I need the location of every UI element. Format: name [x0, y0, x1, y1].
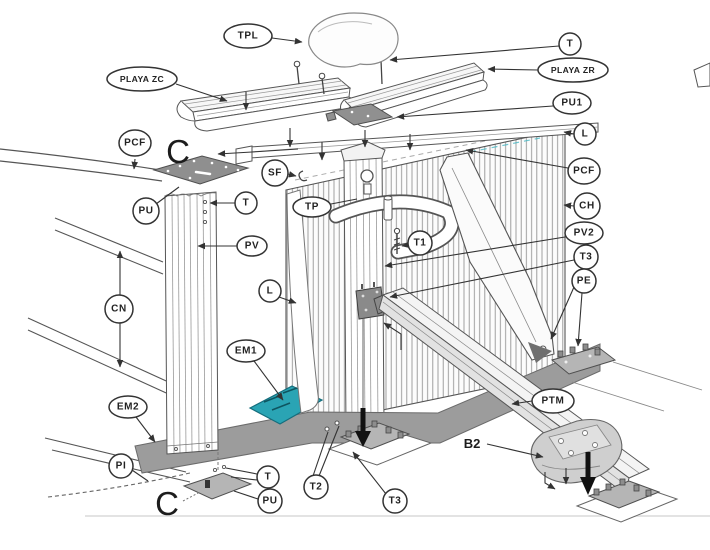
top-rail-curves-left — [0, 148, 163, 182]
svg-text:T2: T2 — [310, 482, 323, 493]
callouts: TPL T PLAYA ZC PLAYA ZR PU1 PCF — [104, 23, 609, 522]
svg-text:PLAYA ZR: PLAYA ZR — [551, 65, 596, 75]
svg-text:PV: PV — [245, 241, 260, 252]
bottom-rail-dashed-curve — [47, 472, 191, 498]
union-plate-pu1 — [325, 103, 394, 126]
top-ledge-left — [176, 77, 355, 132]
base-plate-bottom-left — [182, 452, 253, 502]
callout-ch: CH — [563, 192, 601, 220]
svg-text:PLAYA ZC: PLAYA ZC — [120, 74, 164, 84]
clip-icon-sf — [298, 170, 308, 182]
base-plate-bottom-right — [575, 478, 679, 523]
svg-text:CH: CH — [579, 201, 595, 212]
callout-pu-bottom: PU — [233, 488, 283, 514]
svg-text:PI: PI — [116, 461, 127, 472]
handle-tp — [328, 194, 460, 260]
svg-text:EM2: EM2 — [117, 402, 139, 413]
svg-text:PU: PU — [138, 206, 153, 217]
left-upright — [164, 191, 219, 455]
knob-icon — [360, 169, 374, 183]
svg-text:PU1: PU1 — [561, 98, 582, 109]
liner-strip — [286, 189, 319, 414]
label-b2: B2 — [464, 436, 544, 459]
edge-fragment — [693, 62, 710, 88]
svg-text:T3: T3 — [389, 496, 402, 507]
svg-text:SF: SF — [268, 168, 282, 179]
svg-text:PE: PE — [577, 276, 592, 287]
callout-pe: PE — [550, 268, 597, 347]
svg-text:T: T — [243, 198, 250, 209]
svg-text:PV2: PV2 — [574, 228, 595, 239]
callout-pi: PI — [108, 453, 149, 482]
svg-text:EM1: EM1 — [235, 346, 257, 357]
callout-pv2: PV2 — [384, 221, 604, 269]
ground-protector-band — [134, 343, 601, 474]
svg-text:CN: CN — [111, 304, 127, 315]
press-down-arrow-right — [544, 452, 596, 495]
base-plate-right — [528, 342, 617, 375]
callout-t3-right: T3 — [389, 244, 599, 299]
ground-lines-right — [571, 361, 703, 412]
foot-protector-b2 — [530, 418, 623, 484]
screw-icon-t1 — [393, 227, 401, 254]
callout-em2: EM2 — [108, 395, 156, 443]
svg-text:PCF: PCF — [573, 166, 595, 177]
callout-pv: PV — [197, 235, 268, 257]
svg-text:T: T — [265, 472, 272, 483]
callout-tpl: TPL — [223, 23, 303, 49]
svg-text:T1: T1 — [414, 238, 427, 249]
corner-mark-bottom: C — [155, 485, 179, 522]
svg-text:L: L — [582, 129, 589, 140]
callout-sf: SF — [261, 159, 297, 187]
svg-text:PCF: PCF — [124, 138, 146, 149]
svg-text:TPL: TPL — [238, 31, 259, 42]
corner-mark-top: C — [166, 133, 190, 170]
callout-l-left: L — [258, 279, 297, 304]
press-down-arrow-center — [355, 408, 371, 447]
top-rail — [235, 122, 599, 165]
svg-text:T3: T3 — [580, 252, 593, 263]
callout-playa-zc: PLAYA ZC — [106, 66, 228, 102]
svg-text:T: T — [567, 39, 574, 50]
callout-pu1: PU1 — [396, 91, 592, 120]
callout-em1: EM1 — [226, 339, 284, 401]
callout-t-bottom: T — [225, 465, 280, 489]
svg-text:TP: TP — [305, 202, 319, 213]
svg-text:B2: B2 — [464, 436, 481, 451]
callout-ptm: PTM — [511, 388, 575, 414]
callout-playa-zr: PLAYA ZR — [487, 57, 609, 83]
callout-t-left: T — [209, 191, 258, 215]
callout-tp: TP — [292, 196, 358, 218]
assembly-direction-arrows — [217, 92, 414, 350]
svg-text:PTM: PTM — [542, 396, 565, 407]
callout-t3-bottom: T3 — [352, 451, 408, 514]
callout-pcf-right: PCF — [465, 147, 601, 185]
corner-top-plate — [152, 155, 250, 185]
callout-pcf-left: PCF — [118, 129, 152, 170]
callout-pu-top: PU — [132, 186, 180, 225]
svg-text:PU: PU — [262, 496, 277, 507]
callout-cn: CN — [104, 250, 134, 368]
svg-text:L: L — [267, 286, 274, 297]
callout-t2: T2 — [303, 425, 340, 500]
callout-l-right: L — [563, 122, 597, 146]
callout-t1: T1 — [401, 230, 433, 256]
callout-t-top: T — [389, 32, 582, 63]
top-cap — [308, 12, 399, 68]
